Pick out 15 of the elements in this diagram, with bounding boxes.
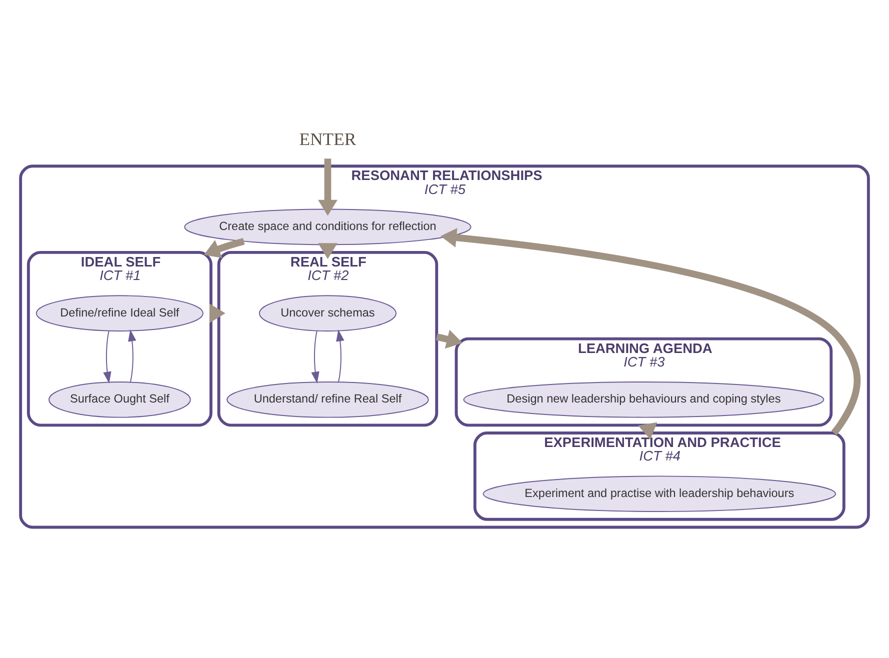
node-ellipse: Surface Ought Self [48, 382, 191, 418]
node-ellipse: Uncover schemas [258, 295, 397, 332]
arrow [336, 330, 344, 383]
node-ellipse: Design new leadership behaviours and coping styles [463, 382, 824, 418]
arrow [311, 330, 320, 384]
arrow [128, 330, 136, 383]
node-ellipse: Experiment and practise with leadership behaviours [482, 476, 836, 512]
arrow [103, 330, 112, 384]
arrow [440, 228, 861, 436]
node-text: ENTER [299, 128, 356, 149]
node-ellipse: Define/refine Ideal Self [36, 295, 204, 332]
node-ellipse: Understand/ refine Real Self [226, 382, 429, 418]
arrow [318, 158, 338, 216]
arrow [436, 330, 463, 349]
arrow [638, 422, 658, 440]
